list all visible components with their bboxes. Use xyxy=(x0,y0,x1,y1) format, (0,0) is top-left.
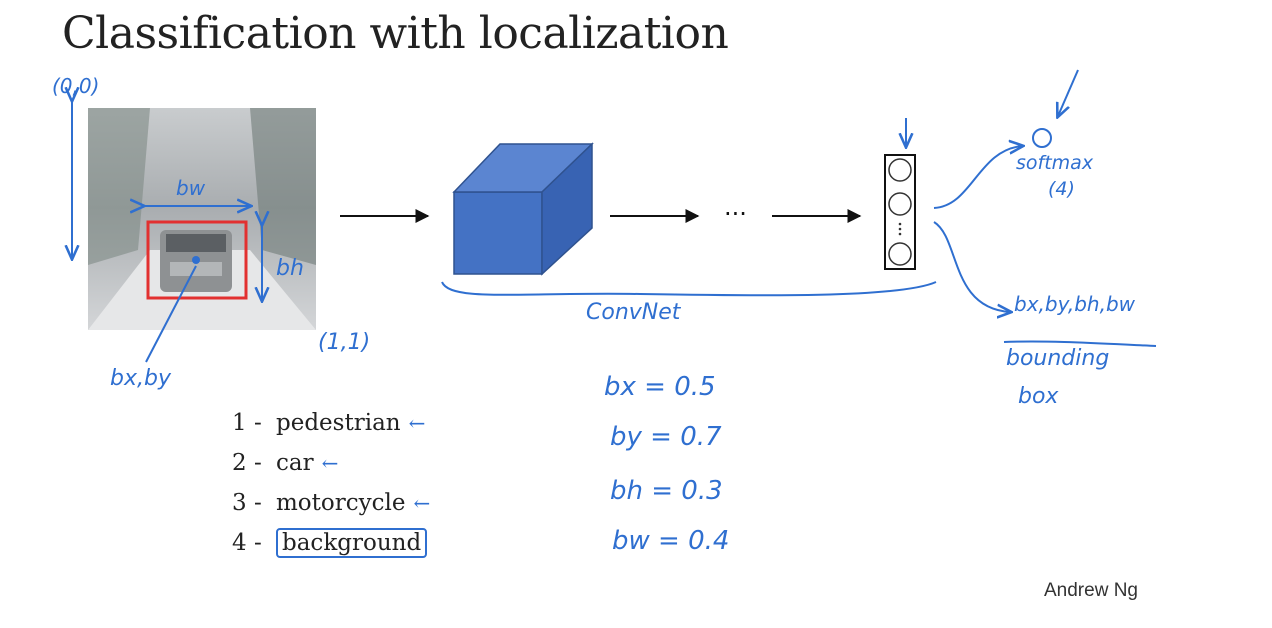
author-credit: Andrew Ng xyxy=(1044,580,1138,601)
class-item: 4 - background xyxy=(232,525,430,565)
bbox-branch xyxy=(933,221,1010,312)
class-item: 2 - car ← xyxy=(232,445,430,485)
bounding-box xyxy=(146,220,248,300)
example-value-bx: bx = 0.5 xyxy=(604,372,716,402)
convnet-brace xyxy=(441,281,937,297)
convnet-label: ConvNet xyxy=(586,300,681,325)
softmax-pointer-arrow xyxy=(1058,69,1079,116)
center-pointer-line xyxy=(145,265,197,363)
softmax-node xyxy=(1032,128,1052,148)
slide-title: Classification with localization xyxy=(62,8,729,59)
softmax-label: softmax xyxy=(1016,152,1094,174)
class-item: 3 - motorcycle ← xyxy=(232,485,430,525)
example-value-bh: bh = 0.3 xyxy=(610,476,723,506)
class-number: 1 - xyxy=(232,410,262,436)
corner-label: (1,1) xyxy=(318,330,371,355)
ellipsis: ··· xyxy=(724,200,747,228)
class-number: 4 - xyxy=(232,530,262,556)
bbox-underline xyxy=(1003,340,1157,347)
bbox-caption-line2: box xyxy=(1018,384,1059,409)
softmax-count: (4) xyxy=(1048,178,1075,200)
bh-label: bh xyxy=(276,256,304,281)
bbox-caption-line1: bounding xyxy=(1006,346,1110,371)
output-vector xyxy=(884,154,916,270)
conv-cube xyxy=(452,142,594,276)
example-value-by: by = 0.7 xyxy=(610,422,722,452)
class-label: pedestrian xyxy=(276,410,401,436)
example-value-bw: bw = 0.4 xyxy=(612,526,730,556)
center-label: bx,by xyxy=(110,366,171,391)
class-label-boxed: background xyxy=(276,528,428,558)
class-item: 1 - pedestrian ← xyxy=(232,405,430,445)
left-arrow-icon: ← xyxy=(408,411,426,435)
bw-label: bw xyxy=(176,176,206,200)
left-arrow-icon: ← xyxy=(413,491,431,515)
class-list: 1 - pedestrian ← 2 - car ← 3 - motorcycle ← 4 … xyxy=(232,405,430,565)
class-label: motorcycle xyxy=(276,490,406,516)
bbox-values: bx,by,bh,bw xyxy=(1014,292,1136,316)
origin-label: (0,0) xyxy=(52,74,100,98)
softmax-branch xyxy=(933,146,1022,209)
class-number: 3 - xyxy=(232,490,262,516)
box-center-dot xyxy=(192,256,200,264)
class-number: 2 - xyxy=(232,450,262,476)
left-arrow-icon: ← xyxy=(321,451,339,475)
class-label: car xyxy=(276,450,314,476)
